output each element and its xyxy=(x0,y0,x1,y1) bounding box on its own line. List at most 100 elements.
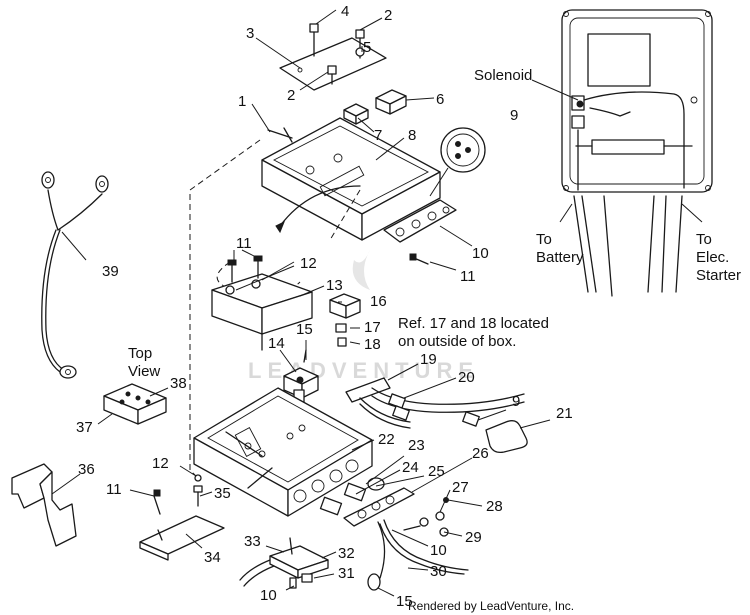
callout-7: 7 xyxy=(374,127,382,144)
to-starter-label-line2: Elec. xyxy=(696,249,729,266)
leader-6 xyxy=(405,97,435,101)
leader-10-top xyxy=(439,225,473,247)
leader-3 xyxy=(255,37,301,69)
callout-14: 14 xyxy=(268,335,285,352)
leader-11-b xyxy=(241,249,259,259)
callout-3: 3 xyxy=(246,25,254,42)
callout-33: 33 xyxy=(244,533,261,550)
solenoid-enclosure-top-view xyxy=(561,9,713,297)
callout-31: 31 xyxy=(338,565,355,582)
callout-17: 17 xyxy=(364,319,381,336)
relay-13 xyxy=(211,273,313,351)
rendered-by-credit: Rendered by LeadVenture, Inc. xyxy=(408,599,574,613)
callout-11: 11 xyxy=(460,268,476,285)
leader-to-starter xyxy=(681,203,703,223)
callout-4: 4 xyxy=(341,3,349,20)
callout-9: 9 xyxy=(510,107,518,124)
callout-24: 24 xyxy=(402,459,419,476)
connector-7 xyxy=(343,103,369,125)
solenoid-label: Solenoid xyxy=(474,67,532,84)
leader-4 xyxy=(315,9,337,25)
callout-2: 2 xyxy=(384,7,392,24)
leader-10-c xyxy=(285,585,295,591)
leader-31 xyxy=(313,573,335,579)
callout-6: 6 xyxy=(436,91,444,108)
hardware-26-29 xyxy=(403,497,449,537)
leader-2a xyxy=(359,17,383,31)
leader-8 xyxy=(375,137,405,161)
terminal-14-15 xyxy=(279,340,319,407)
screw-4 xyxy=(309,23,319,57)
watermark-text: LEADVENTURE xyxy=(248,358,479,383)
leader-30 xyxy=(407,567,429,571)
leader-22 xyxy=(351,439,375,451)
leader-12-left xyxy=(179,465,197,477)
callout-18: 18 xyxy=(364,336,381,353)
arrow-head-icon xyxy=(275,220,285,234)
wire-1 xyxy=(267,129,293,139)
leader-7 xyxy=(357,117,375,133)
callout-27: 27 xyxy=(452,479,469,496)
leader-13 xyxy=(299,285,325,297)
leader-10-bottom xyxy=(391,529,429,547)
plug-9-side xyxy=(462,409,507,427)
callout-32: 32 xyxy=(338,545,355,562)
screws-11-relay xyxy=(225,255,263,295)
callout-1: 1 xyxy=(238,93,246,110)
plug-9-face xyxy=(429,127,486,197)
callout-10: 10 xyxy=(430,542,447,559)
connector-plate-10-bottom xyxy=(343,487,415,527)
screw-2-left xyxy=(327,65,337,85)
connector-plate-10-top xyxy=(383,199,457,243)
bolt-11-right xyxy=(409,253,429,265)
watermark-flame-icon xyxy=(352,250,370,290)
callout-16: 16 xyxy=(370,293,387,310)
callout-labels: 4 2 3 5 2 6 1 7 8 9 10 11 11 12 13 16 17… xyxy=(76,3,573,610)
cable-30 xyxy=(367,519,469,591)
callout-12: 12 xyxy=(152,455,169,472)
callout-29: 29 xyxy=(465,529,482,546)
callout-35: 35 xyxy=(214,485,231,502)
leader-35 xyxy=(199,491,213,497)
leader-solenoid xyxy=(531,79,579,101)
leader-29 xyxy=(443,531,463,537)
leader-1 xyxy=(251,103,271,133)
fitting-17-18 xyxy=(335,323,361,347)
callout-34: 34 xyxy=(204,549,221,566)
callout-23: 23 xyxy=(408,437,425,454)
battery-cable-39 xyxy=(41,171,109,379)
leader-15-b xyxy=(377,587,395,597)
callout-10: 10 xyxy=(260,587,277,604)
leader-28 xyxy=(447,499,483,507)
top-view-label-line2: View xyxy=(128,363,160,380)
callout-21: 21 xyxy=(556,405,573,422)
upper-box-8 xyxy=(261,117,441,241)
callout-30: 30 xyxy=(430,563,447,580)
callout-15: 15 xyxy=(296,321,313,338)
leader-26 xyxy=(411,457,473,493)
leader-12-b xyxy=(235,265,295,291)
to-starter-label-line3: Starter xyxy=(696,267,741,284)
leader-32 xyxy=(321,551,337,559)
top-view-label-line1: Top xyxy=(128,345,152,362)
callout-12: 12 xyxy=(300,255,317,272)
callout-19: 19 xyxy=(420,351,437,368)
leader-23 xyxy=(365,455,405,485)
callout-22: 22 xyxy=(378,431,395,448)
leader-25 xyxy=(375,475,425,487)
module-37-38 xyxy=(97,383,169,425)
leader-33 xyxy=(265,545,285,553)
connector-6 xyxy=(375,89,407,115)
callout-20: 20 xyxy=(458,369,475,386)
callout-25: 25 xyxy=(428,463,445,480)
bracket-36 xyxy=(11,463,81,547)
grommets-23-25 xyxy=(319,477,385,516)
callout-10: 10 xyxy=(472,245,489,262)
leader-34 xyxy=(185,533,203,549)
harness-19-20 xyxy=(345,363,525,429)
leader-27 xyxy=(439,489,451,513)
callout-9: 9 xyxy=(512,393,520,410)
leader-11-left xyxy=(129,489,155,497)
